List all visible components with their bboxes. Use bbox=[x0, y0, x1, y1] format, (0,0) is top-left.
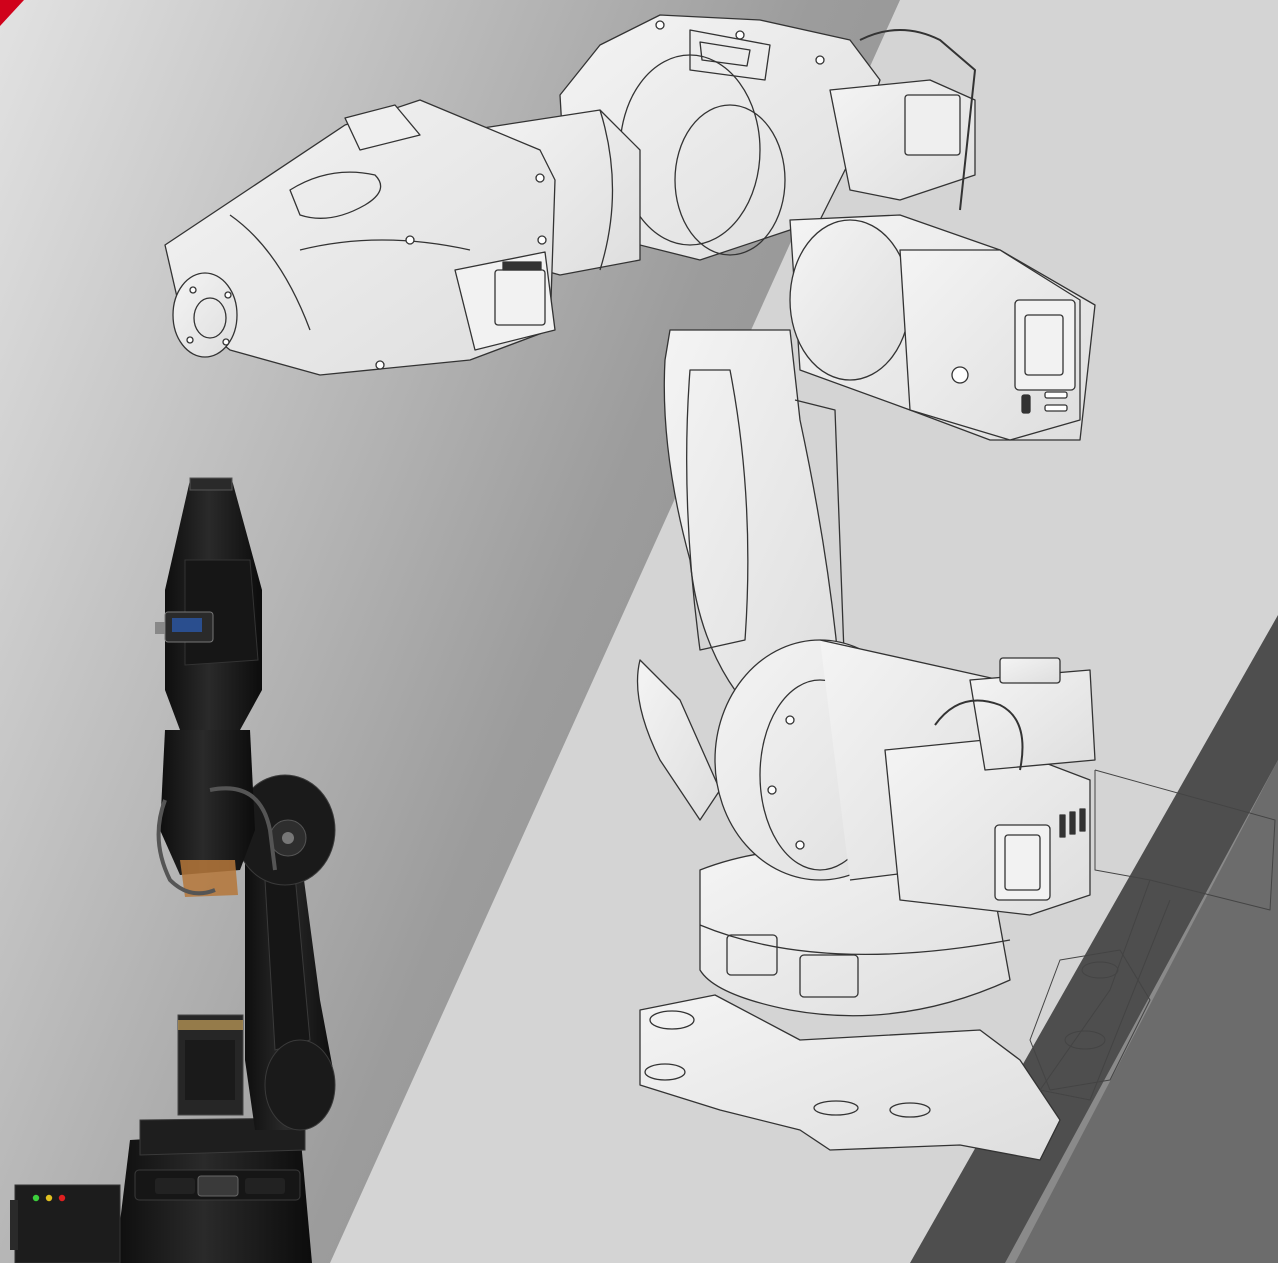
led-red-icon bbox=[58, 1194, 66, 1202]
wire-tool-flange bbox=[172, 272, 238, 358]
wire-lower-arm bbox=[663, 329, 841, 721]
wire-base-plate bbox=[639, 994, 1061, 1161]
wire-cable-box bbox=[1039, 769, 1276, 1101]
background-mid-stripe bbox=[1015, 760, 1278, 1263]
corner-accent bbox=[0, 0, 24, 26]
black-robot bbox=[10, 477, 336, 1263]
control-box bbox=[14, 1184, 121, 1263]
led-yellow-icon bbox=[45, 1194, 53, 1202]
led-green-icon bbox=[32, 1194, 40, 1202]
black-upper-column bbox=[160, 730, 255, 875]
wireframe-robot bbox=[164, 14, 1276, 1161]
